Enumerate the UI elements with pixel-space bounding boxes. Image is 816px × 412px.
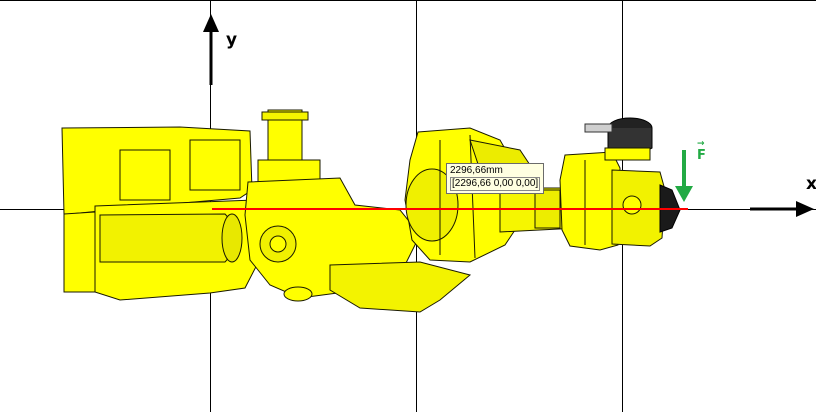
y-axis-arrow-icon [203, 14, 219, 85]
force-arrow-icon [675, 150, 693, 202]
measurement-tooltip: 2296,66mm [2296,66 0,00 0,00] [446, 163, 545, 194]
x-axis-label: x [806, 174, 816, 194]
measurement-vector: [2296,66 0,00 0,00] [450, 177, 541, 191]
force-label-text: F [697, 148, 706, 163]
force-label: → F [697, 139, 706, 163]
y-axis-label: y [226, 30, 238, 50]
x-axis-arrow-icon [750, 201, 814, 217]
measurement-distance: 2296,66mm [450, 165, 503, 176]
robot-model[interactable] [61, 109, 681, 313]
vector-arrow-icon: → [697, 139, 705, 149]
